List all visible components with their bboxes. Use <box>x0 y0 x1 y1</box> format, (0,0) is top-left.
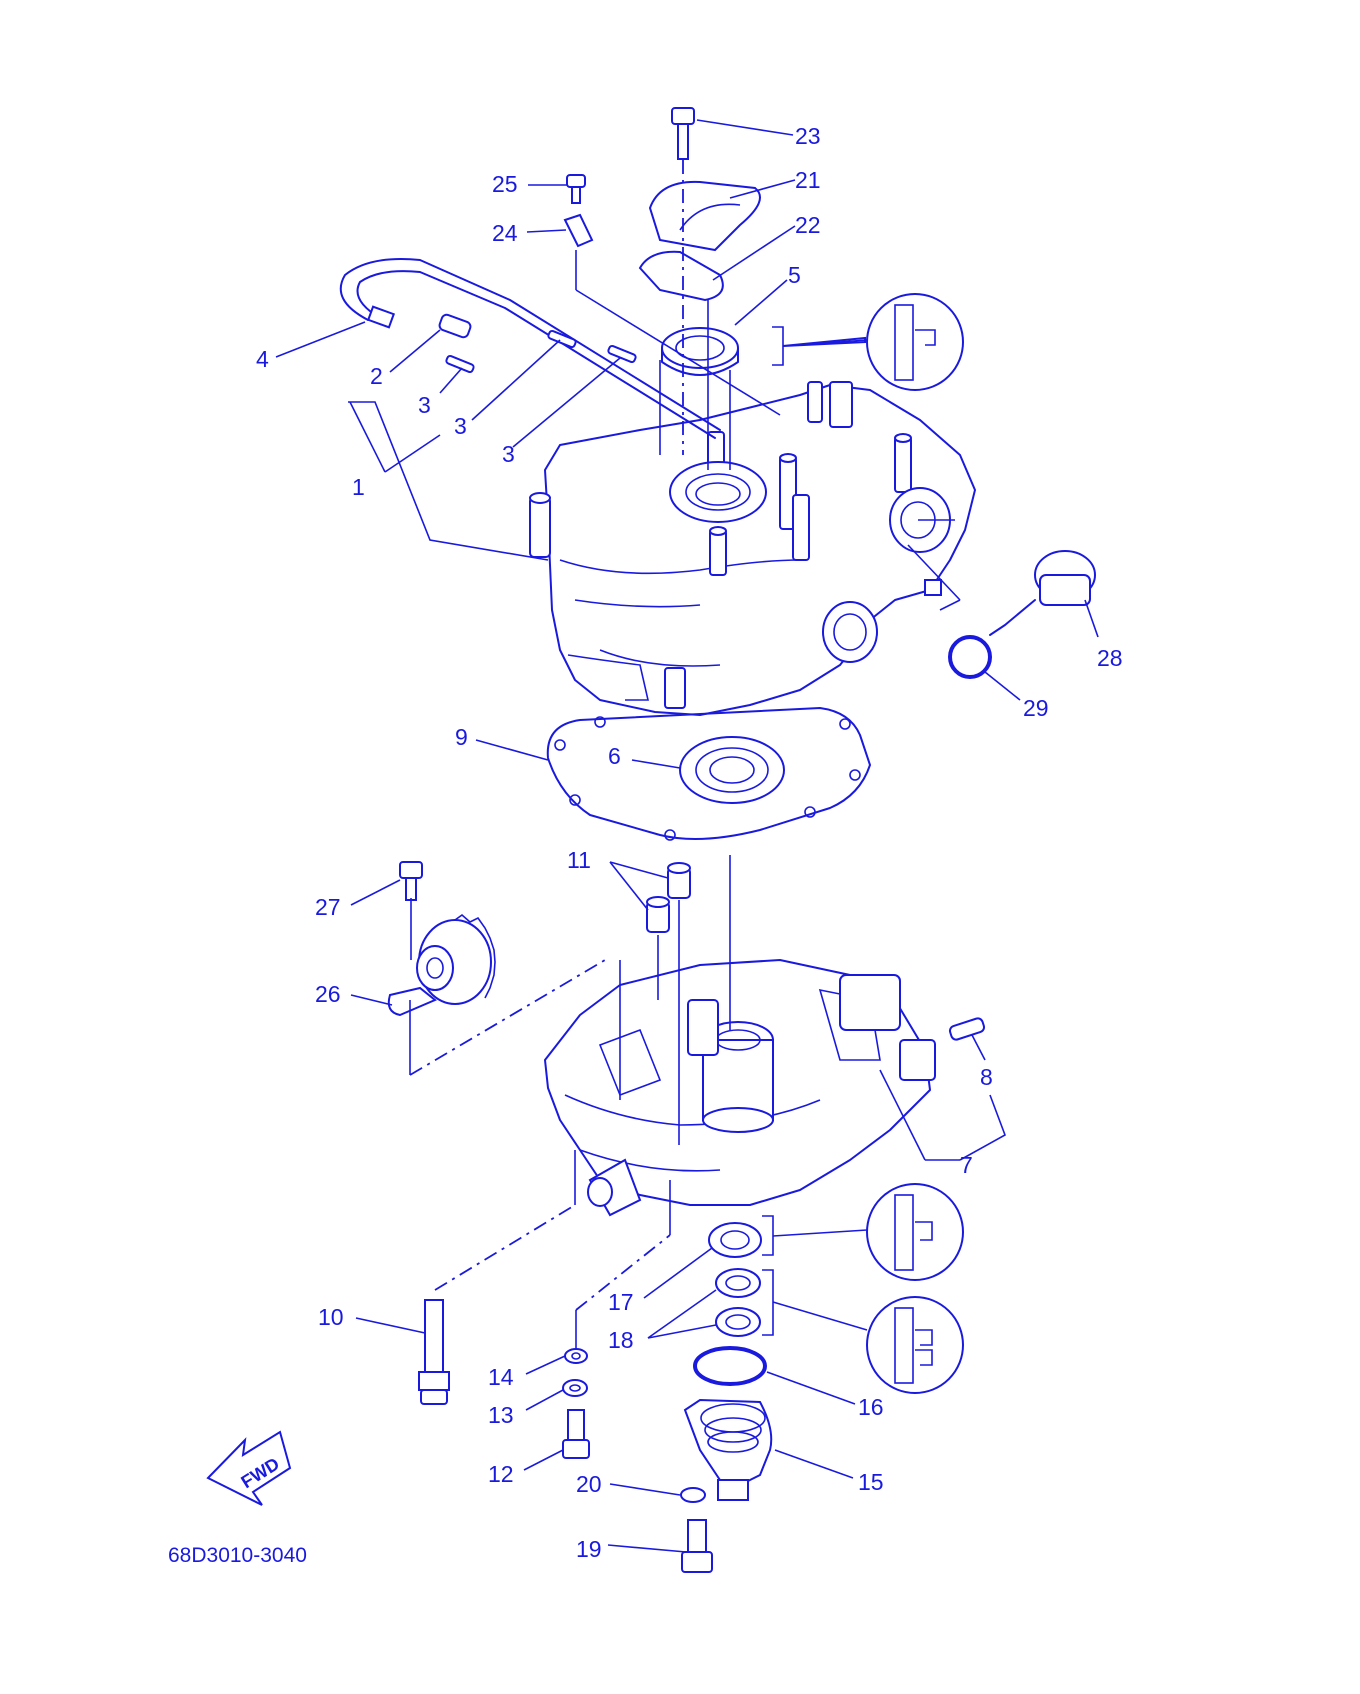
cover-21 <box>648 180 761 252</box>
crankcase-lower <box>544 959 936 1217</box>
callout-15: 15 <box>858 1469 884 1495</box>
washer-13 <box>562 1379 588 1397</box>
callout-17: 17 <box>608 1289 634 1315</box>
callout-labels: 1 2 3 3 3 4 5 6 7 8 9 10 11 12 13 14 15 … <box>256 123 1123 1562</box>
callout-6: 6 <box>608 743 621 769</box>
callout-3b: 3 <box>454 413 467 439</box>
part-code: 68D3010-3040 <box>168 1544 307 1567</box>
seal-detail-circle-mid <box>866 1183 964 1281</box>
oil-seal-5 <box>661 327 739 376</box>
callout-20: 20 <box>576 1471 602 1497</box>
pins-3 <box>445 329 637 374</box>
bearing-6 <box>679 736 785 804</box>
washer-14 <box>564 1348 588 1364</box>
callout-13: 13 <box>488 1402 514 1428</box>
bolt-19 <box>681 1519 713 1573</box>
pin-8 <box>948 1017 986 1041</box>
gasket-9 <box>546 707 871 841</box>
seal-detail-circle-top <box>866 293 964 391</box>
callout-1: 1 <box>352 474 365 500</box>
callout-4: 4 <box>256 346 269 372</box>
governor-26 <box>387 913 496 1017</box>
callout-5: 5 <box>788 262 801 288</box>
callout-12: 12 <box>488 1461 514 1487</box>
callout-29: 29 <box>1023 695 1049 721</box>
callout-8: 8 <box>980 1064 993 1090</box>
callout-24: 24 <box>492 220 518 246</box>
callout-7: 7 <box>960 1152 973 1178</box>
bolt-23 <box>671 107 695 160</box>
o-ring-16 <box>693 1346 767 1386</box>
screw-25 <box>566 174 586 204</box>
callout-19: 19 <box>576 1536 602 1562</box>
leader-lines <box>275 119 1099 1553</box>
callout-3c: 3 <box>502 441 515 467</box>
o-ring-29 <box>948 635 992 679</box>
callout-26: 26 <box>315 981 341 1007</box>
gasket-22 <box>638 250 724 302</box>
seal-detail-circle-bottom <box>866 1296 964 1394</box>
dowels-11 <box>646 862 691 933</box>
bolt-27 <box>399 861 423 901</box>
callout-14: 14 <box>488 1364 514 1390</box>
bolt-10 <box>418 1299 450 1405</box>
housing-15 <box>683 1398 773 1501</box>
callout-25: 25 <box>492 171 518 197</box>
callout-11: 11 <box>567 847 591 873</box>
callout-2: 2 <box>370 363 383 389</box>
assembly-lines <box>409 160 961 1350</box>
oil-seal-17 <box>708 1222 762 1258</box>
fwd-arrow-icon: FWD <box>206 1430 292 1506</box>
callout-28: 28 <box>1097 645 1123 671</box>
callout-3a: 3 <box>418 392 431 418</box>
callout-27: 27 <box>315 894 341 920</box>
oil-seals-18 <box>715 1268 761 1337</box>
callout-16: 16 <box>858 1394 884 1420</box>
callout-22: 22 <box>795 212 821 238</box>
callout-21: 21 <box>795 167 821 193</box>
callout-18: 18 <box>608 1327 634 1353</box>
callout-10: 10 <box>318 1304 344 1330</box>
hose-4 <box>339 258 721 439</box>
oil-filler-cap-28 <box>989 550 1096 636</box>
dowel-2 <box>438 313 472 339</box>
clamp-24 <box>563 213 594 248</box>
callout-23: 23 <box>795 123 821 149</box>
screw-12 <box>562 1409 590 1459</box>
washer-20 <box>680 1487 706 1503</box>
crankcase-upper <box>529 381 976 716</box>
callout-9: 9 <box>455 724 468 750</box>
